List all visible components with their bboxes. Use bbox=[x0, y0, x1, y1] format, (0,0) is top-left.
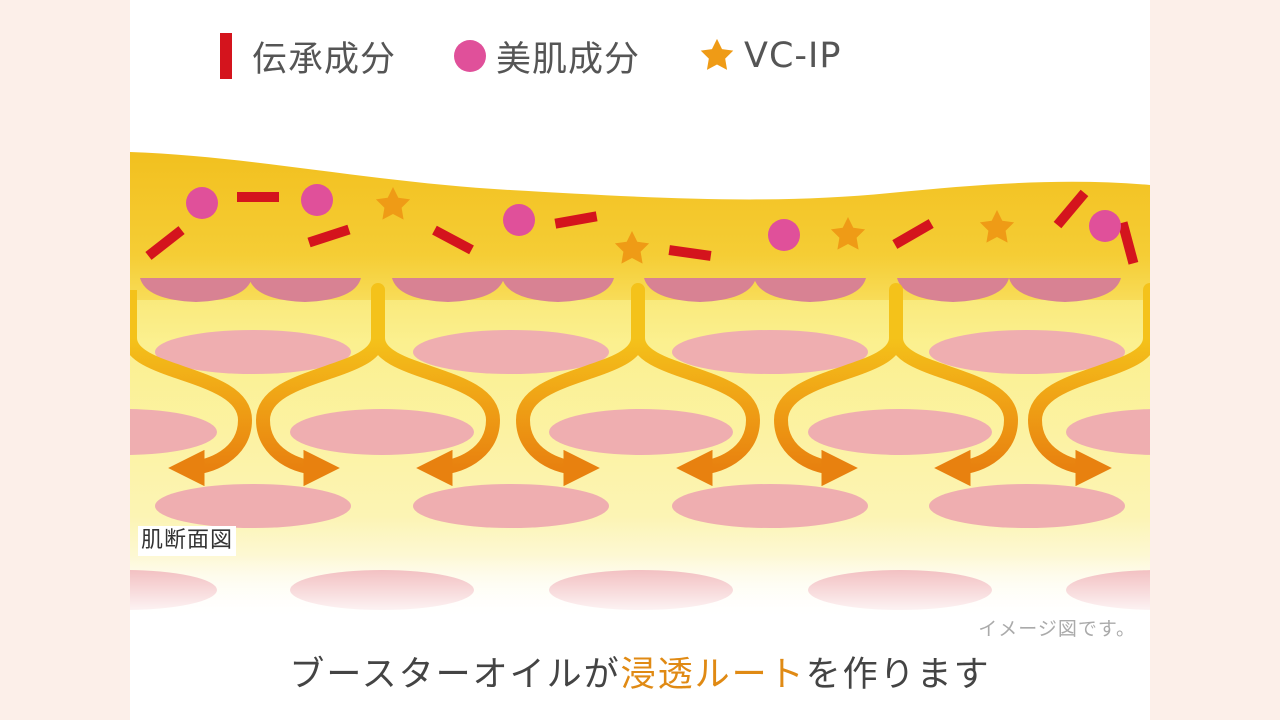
skin-cell bbox=[413, 330, 609, 374]
arrow bbox=[773, 331, 903, 487]
arrow bbox=[1027, 331, 1150, 487]
skin-cell bbox=[672, 484, 868, 528]
oil-layer bbox=[130, 152, 1150, 300]
arrow bbox=[889, 331, 1019, 487]
penetration-arrows bbox=[130, 283, 1150, 487]
pink-dot-icon bbox=[454, 40, 487, 72]
orange-star-icon bbox=[700, 38, 734, 70]
skin-cell bbox=[672, 330, 868, 374]
legend-item-beauty: 美肌成分 bbox=[454, 31, 640, 82]
skin-cross-section-label: 肌断面図 bbox=[138, 526, 237, 556]
beauty-ingredient bbox=[301, 184, 333, 216]
top-cell-row bbox=[140, 278, 1121, 302]
tradition-ingredient bbox=[892, 219, 934, 249]
top-cell bbox=[392, 278, 504, 302]
tradition-ingredient bbox=[145, 226, 185, 260]
tradition-ingredient bbox=[1053, 189, 1089, 229]
top-cell bbox=[897, 278, 1009, 302]
arrow bbox=[631, 331, 761, 487]
top-cell bbox=[140, 278, 252, 302]
skin-cell bbox=[929, 484, 1125, 528]
vcip-ingredient bbox=[614, 231, 650, 264]
skin-cell bbox=[413, 484, 609, 528]
bottom-fade bbox=[130, 555, 1150, 620]
skin-cell bbox=[549, 409, 733, 455]
vcip-ingredient bbox=[375, 187, 411, 220]
skin-cell bbox=[155, 484, 351, 528]
legend-item-vcip: VC-IP bbox=[698, 36, 841, 76]
arrow bbox=[515, 331, 645, 487]
top-cell bbox=[754, 278, 866, 302]
beauty-ingredient bbox=[1089, 210, 1121, 242]
skin-cell bbox=[1066, 409, 1150, 455]
tradition-ingredient bbox=[432, 225, 474, 255]
beauty-ingredient bbox=[768, 219, 800, 251]
red-bar-icon bbox=[220, 33, 232, 79]
legend-label: 美肌成分 bbox=[496, 39, 641, 80]
arrow bbox=[371, 331, 501, 487]
tradition-ingredient bbox=[307, 224, 351, 248]
beauty-ingredient bbox=[503, 204, 535, 236]
top-cell bbox=[502, 278, 614, 302]
ingredient-particles bbox=[145, 184, 1139, 265]
tradition-ingredient bbox=[668, 245, 712, 261]
vcip-ingredient bbox=[830, 217, 866, 250]
skin-cell bbox=[808, 409, 992, 455]
arrow bbox=[255, 331, 385, 487]
skin-cross-section bbox=[130, 152, 1150, 620]
legend-label: VC-IP bbox=[744, 36, 842, 76]
tradition-ingredient bbox=[237, 192, 279, 202]
beauty-ingredient bbox=[186, 187, 218, 219]
arrow bbox=[130, 331, 253, 487]
skin-cell bbox=[929, 330, 1125, 374]
caption-highlight: 浸透ルート bbox=[620, 655, 806, 695]
skin-cell bbox=[290, 409, 474, 455]
tradition-ingredient bbox=[554, 211, 598, 229]
caption: ブースターオイルが浸透ルートを作ります bbox=[130, 646, 1150, 697]
top-cell bbox=[644, 278, 756, 302]
top-cell bbox=[1009, 278, 1121, 302]
diagram-panel: 伝承成分 美肌成分 VC-IP bbox=[130, 0, 1150, 720]
legend: 伝承成分 美肌成分 VC-IP bbox=[220, 28, 841, 84]
vcip-ingredient bbox=[979, 210, 1015, 243]
top-cell bbox=[249, 278, 361, 302]
caption-text: を作ります bbox=[805, 655, 991, 695]
legend-item-tradition: 伝承成分 bbox=[220, 31, 396, 82]
skin-cell bbox=[130, 409, 217, 455]
skin-cell bbox=[155, 330, 351, 374]
illustration-note: イメージ図です。 bbox=[978, 618, 1136, 640]
caption-text: ブースターオイルが bbox=[289, 655, 621, 695]
legend-label: 伝承成分 bbox=[252, 39, 397, 80]
tradition-ingredient bbox=[1117, 221, 1139, 265]
